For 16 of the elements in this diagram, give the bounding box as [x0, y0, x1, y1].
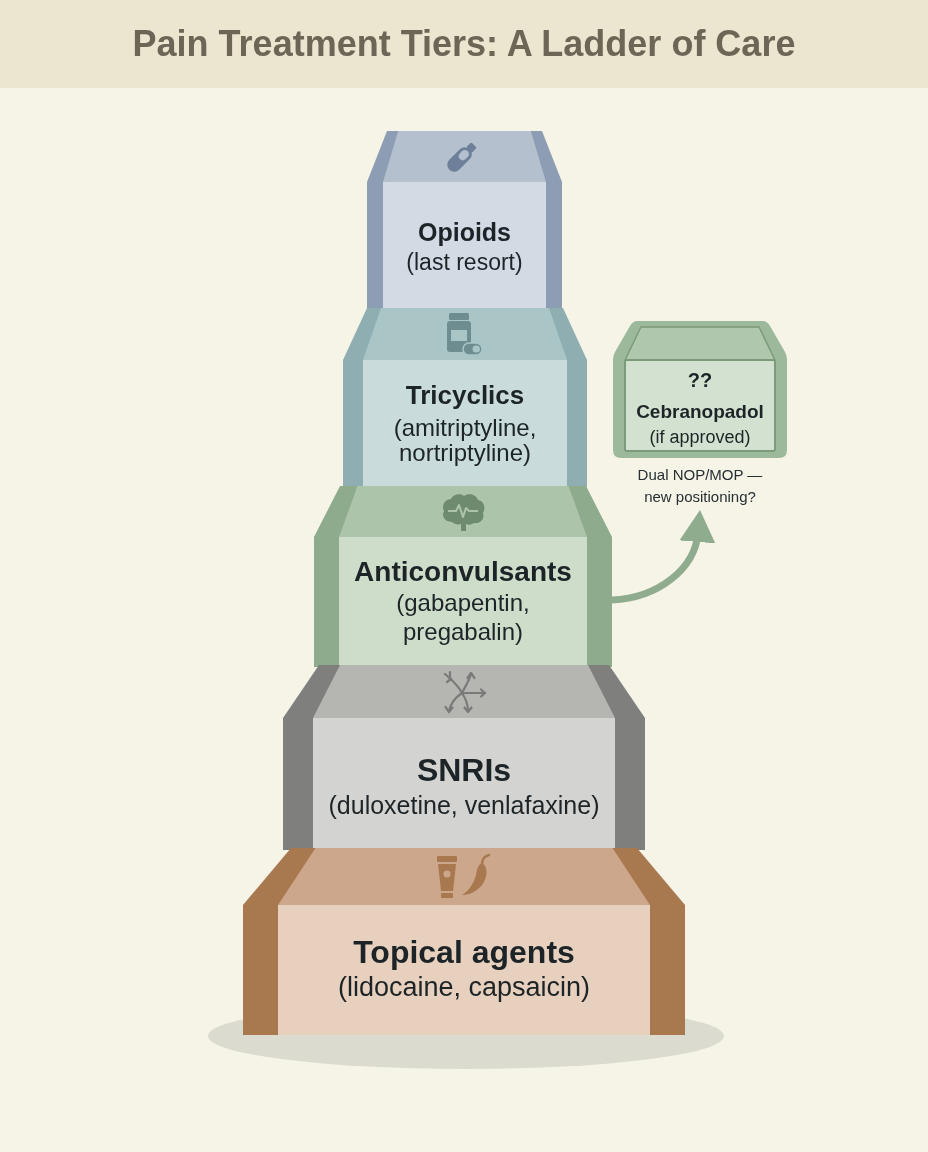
step-examples: (amitriptyline, nortriptyline) [392, 415, 538, 465]
curved-arrow [611, 510, 715, 604]
step-title: SNRIs [416, 751, 512, 789]
step-examples: (last resort) [406, 248, 523, 277]
step-examples: (lidocaine, capsaicin) [337, 971, 591, 1003]
page-title: Pain Treatment Tiers: A Ladder of Care [132, 23, 796, 65]
step-title: Cebranopadol [636, 400, 764, 424]
step-title: Anticonvulsants [354, 556, 572, 588]
side-note: Dual NOP/MOP — new positioning? [636, 465, 764, 507]
step-examples: (gabapentin, pregabalin) [395, 588, 531, 646]
step-title: Topical agents [353, 933, 575, 971]
step-examples: (duloxetine, venlafaxine) [328, 790, 600, 820]
step-title: Tricyclics [405, 380, 525, 410]
step-title: Opioids [417, 217, 512, 247]
question-marks: ?? [687, 368, 713, 392]
step-examples: (if approved) [649, 426, 751, 448]
